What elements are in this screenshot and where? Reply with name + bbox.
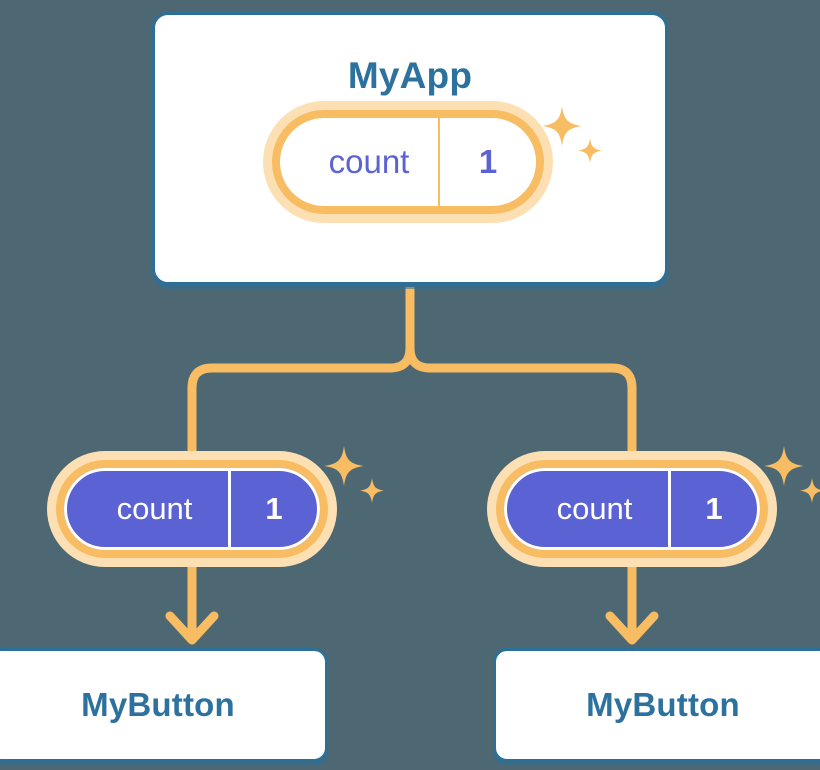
connector-branch-right bbox=[405, 347, 637, 452]
state-pill-inner-right: count 1 bbox=[504, 468, 760, 550]
state-pill-key: count bbox=[328, 143, 410, 180]
child-state-pill-right[interactable]: count 1 bbox=[496, 460, 768, 558]
sparkle-small-icon bbox=[800, 478, 820, 503]
app-card-title: MyApp bbox=[347, 55, 473, 96]
sparkle-large-icon bbox=[324, 446, 364, 486]
state-pill-filled-right[interactable]: count 1 bbox=[496, 460, 768, 558]
app-state-pill[interactable]: count 1 bbox=[272, 110, 544, 214]
arrow-down-icon-right bbox=[605, 611, 659, 645]
sparkle-small-icon bbox=[360, 478, 384, 503]
state-pill-inner-left: count 1 bbox=[64, 468, 320, 550]
state-pill-inner: count 1 bbox=[280, 118, 536, 206]
arrow-down-icon-left bbox=[165, 611, 219, 645]
state-pill-value-left: 1 bbox=[228, 471, 317, 547]
state-pill-key-left: count bbox=[116, 491, 193, 526]
child-button-right-label: MyButton bbox=[586, 686, 740, 723]
state-pill-value: 1 bbox=[438, 118, 536, 206]
child-button-left-label: MyButton bbox=[81, 686, 235, 723]
sparkle-large-icon bbox=[764, 446, 804, 486]
sparkle-cluster-right bbox=[764, 446, 820, 503]
child-button-left[interactable]: MyButton bbox=[0, 648, 328, 762]
sparkle-cluster-left bbox=[324, 446, 384, 503]
state-pill-value-right: 1 bbox=[668, 471, 757, 547]
connector-branch-left bbox=[187, 347, 415, 452]
state-pill-key-right: count bbox=[556, 491, 633, 526]
child-button-right[interactable]: MyButton bbox=[493, 648, 820, 762]
child-state-pill-left[interactable]: count 1 bbox=[56, 460, 328, 558]
state-pill-filled-left[interactable]: count 1 bbox=[56, 460, 328, 558]
state-pill-outline[interactable]: count 1 bbox=[272, 110, 544, 214]
